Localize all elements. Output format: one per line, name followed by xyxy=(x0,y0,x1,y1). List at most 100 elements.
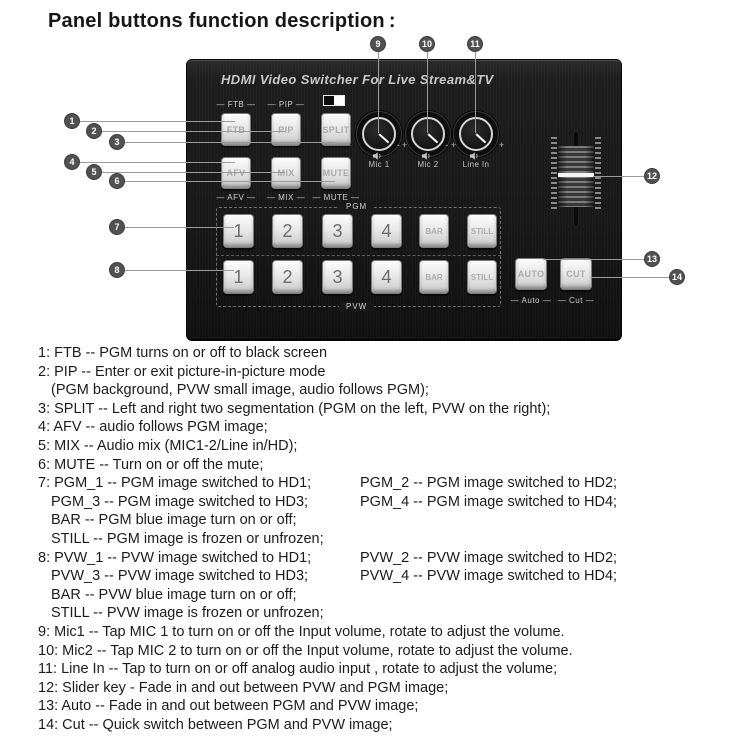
pgm-4-button[interactable]: 4 xyxy=(371,214,402,248)
tbar-slider[interactable] xyxy=(558,146,594,207)
mic2-knob[interactable] xyxy=(405,111,451,157)
linein-plus-label: + xyxy=(499,140,505,150)
page-title: Panel buttons function description: xyxy=(48,10,396,33)
description-line: 8: PVW_1 -- PVW image switched to HD1;PV… xyxy=(38,549,618,566)
tbar-position-line xyxy=(558,173,594,177)
speaker-icon xyxy=(470,152,478,160)
mic1-plus-label: + xyxy=(402,140,408,150)
callout-line-13 xyxy=(543,259,645,260)
description-line: 7: PGM_1 -- PGM image switched to HD1;PG… xyxy=(38,475,618,492)
mix-button[interactable]: MIX xyxy=(271,157,301,189)
callout-line-5 xyxy=(101,172,285,173)
description-line: BAR -- PGM blue image turn on or off; xyxy=(51,512,297,529)
description-line: 11: Line In -- Tap to turn on or off ana… xyxy=(38,661,558,678)
description-line: STILL -- PGM image is frozen or unfrozen… xyxy=(51,530,324,547)
tbar-ticks-left xyxy=(551,137,557,211)
pgm-pvw-group-frame xyxy=(216,207,501,307)
pgm-still-button[interactable]: STILL xyxy=(467,214,497,248)
pgm-1-button[interactable]: 1 xyxy=(223,214,254,248)
cut-button[interactable]: CUT xyxy=(560,258,592,290)
description-line: STILL -- PVW image is frozen or unfrozen… xyxy=(51,605,324,622)
callout-2: 2 xyxy=(87,124,101,138)
callout-line-2 xyxy=(101,131,285,132)
callout-8: 8 xyxy=(110,263,124,277)
callout-line-9 xyxy=(378,51,379,133)
callout-9: 9 xyxy=(371,37,385,51)
mix-group-label: — MIX — xyxy=(266,193,306,202)
pgm-bar-button[interactable]: BAR xyxy=(419,214,449,248)
pvw-1-button[interactable]: 1 xyxy=(223,260,254,294)
callout-line-3 xyxy=(124,142,335,143)
callout-10: 10 xyxy=(420,37,434,51)
pgm-2-button[interactable]: 2 xyxy=(272,214,303,248)
callout-line-8 xyxy=(124,270,234,271)
linein-knob[interactable] xyxy=(453,111,499,157)
linein-minus-label: - xyxy=(445,140,448,150)
mic1-label: Mic 1 xyxy=(368,160,390,169)
mic2-minus-label: - xyxy=(397,140,400,150)
callout-5: 5 xyxy=(87,165,101,179)
split-button[interactable]: SPLIT xyxy=(321,113,351,146)
callout-11: 11 xyxy=(468,37,482,51)
description-line: BAR -- PVW blue image turn on or off; xyxy=(51,586,297,603)
pvw-2-button[interactable]: 2 xyxy=(272,260,303,294)
auto-button[interactable]: AUTO xyxy=(515,258,547,290)
panel-header: HDMI Video Switcher For Live Stream&TV xyxy=(221,72,494,87)
description-line: (PGM background, PVW small image, audio … xyxy=(51,382,429,399)
description-line: 12: Slider key - Fade in and out between… xyxy=(38,679,449,696)
description-line: 1: FTB -- PGM turns on or off to black s… xyxy=(38,345,328,361)
description-line: 2: PIP -- Enter or exit picture-in-pictu… xyxy=(38,363,326,380)
mute-group-label: — MUTE — xyxy=(312,193,360,202)
pvw-3-button[interactable]: 3 xyxy=(322,260,353,294)
description-line: PVW_3 -- PVW image switched to HD3;PVW_4… xyxy=(51,568,618,585)
pip-group-label: — PIP — xyxy=(267,100,305,109)
callout-line-10 xyxy=(427,51,428,133)
speaker-icon xyxy=(422,152,430,160)
ftb-button[interactable]: FTB xyxy=(221,113,251,146)
afv-group-label: — AFV — xyxy=(216,193,256,202)
description-line: 3: SPLIT -- Left and right two segmentat… xyxy=(38,400,551,417)
callout-14: 14 xyxy=(670,270,684,284)
callout-4: 4 xyxy=(65,155,79,169)
callout-line-14 xyxy=(590,277,670,278)
switcher-panel: HDMI Video Switcher For Live Stream&TV —… xyxy=(186,59,622,341)
callout-line-6 xyxy=(124,181,335,182)
mic2-label: Mic 2 xyxy=(417,160,439,169)
speaker-icon xyxy=(373,152,381,160)
afv-button[interactable]: AFV xyxy=(221,157,251,189)
description-line: 10: Mic2 -- Tap MIC 2 to turn on or off … xyxy=(38,642,573,659)
pvw-still-button[interactable]: STILL xyxy=(467,260,497,294)
cut-caption: — Cut — xyxy=(557,296,595,305)
pgm-3-button[interactable]: 3 xyxy=(322,214,353,248)
mute-button[interactable]: MUTE xyxy=(321,157,351,189)
callout-12: 12 xyxy=(645,169,659,183)
callout-line-12 xyxy=(593,176,645,177)
page-title-text: Panel buttons function description xyxy=(48,10,385,32)
callout-line-4 xyxy=(79,162,235,163)
pip-button[interactable]: PIP xyxy=(271,113,301,146)
ftb-group-label: — FTB — xyxy=(216,100,256,109)
callout-13: 13 xyxy=(645,252,659,266)
description-line: 4: AFV -- audio follows PGM image; xyxy=(38,419,268,436)
callout-7: 7 xyxy=(110,220,124,234)
page-title-colon: : xyxy=(388,10,396,32)
pgm-group-label: PGM xyxy=(339,202,375,211)
pvw-group-label: PVW xyxy=(339,302,375,311)
description-line: 13: Auto -- Fade in and out between PGM … xyxy=(38,698,419,715)
linein-label: Line In xyxy=(462,160,490,169)
description-line: 6: MUTE -- Turn on or off the mute; xyxy=(38,456,264,473)
description-line: 5: MIX -- Audio mix (MIC1-2/Line in/HD); xyxy=(38,437,298,454)
split-icon xyxy=(323,95,345,106)
pgm-pvw-divider xyxy=(216,255,501,256)
mic1-minus-label: - xyxy=(348,140,351,150)
callout-line-1 xyxy=(79,121,235,122)
function-description-list: 1: FTB -- PGM turns on or off to black s… xyxy=(38,344,742,734)
pvw-bar-button[interactable]: BAR xyxy=(419,260,449,294)
callout-6: 6 xyxy=(110,174,124,188)
description-line: PGM_3 -- PGM image switched to HD3;PGM_4… xyxy=(51,493,618,510)
mic2-plus-label: + xyxy=(451,140,457,150)
description-line: 9: Mic1 -- Tap MIC 1 to turn on or off t… xyxy=(38,623,565,640)
pvw-4-button[interactable]: 4 xyxy=(371,260,402,294)
mic1-knob[interactable] xyxy=(356,111,402,157)
callout-3: 3 xyxy=(110,135,124,149)
